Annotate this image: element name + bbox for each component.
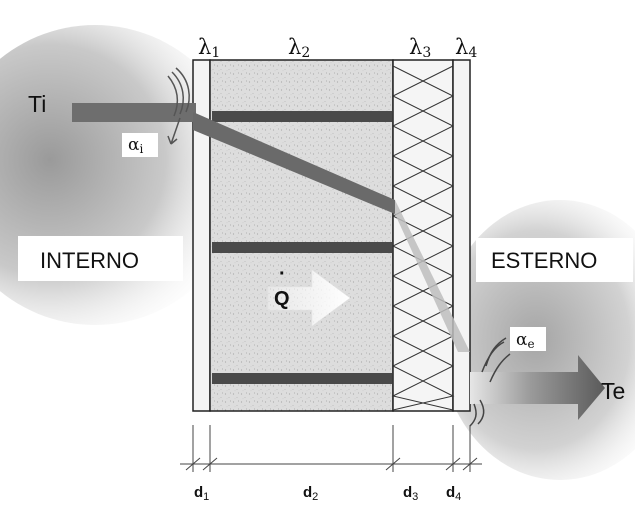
alpha-i-label: αi	[128, 135, 143, 156]
outside-heat-arrow	[470, 355, 605, 420]
inside-label: INTERNO	[40, 248, 139, 273]
thickness-d3-label: d3	[403, 484, 418, 503]
layer-4-render	[452, 59, 471, 412]
heat-flow-label: Q	[274, 288, 290, 310]
rebar-bottom	[212, 373, 392, 384]
thickness-d1-label: d1	[194, 484, 209, 503]
rebar-middle	[212, 242, 392, 253]
lambda-4-label: λ4	[455, 35, 477, 61]
temperature-gradient-concrete	[193, 112, 395, 214]
alpha-i-box	[122, 133, 158, 157]
temperature-gradient-insulation	[395, 200, 470, 352]
inside-convection-arrows	[167, 67, 190, 145]
heat-flow-dot: ·	[279, 263, 286, 285]
outside-label-box	[476, 238, 633, 282]
inside-temperature-label: Ti	[28, 91, 46, 117]
insulation-pattern	[391, 65, 455, 411]
alpha-e-box	[510, 327, 546, 351]
outside-temperature-label: Te	[601, 378, 625, 404]
heat-flow-arrow	[267, 269, 351, 327]
outside-label: ESTERNO	[491, 248, 597, 273]
inside-label-box	[18, 236, 183, 281]
inside-temperature-bar	[72, 103, 196, 122]
thickness-dimension-lines	[180, 425, 482, 472]
lambda-1-label: λ1	[198, 35, 220, 61]
alpha-e-label: αe	[516, 330, 535, 351]
thickness-d2-label: d2	[303, 484, 318, 503]
rebar-top	[212, 111, 392, 122]
lambda-2-label: λ2	[288, 35, 310, 61]
outside-convection-arrows	[469, 337, 511, 427]
layer-3-insulation	[392, 59, 454, 412]
lambda-3-label: λ3	[409, 35, 431, 61]
thickness-d4-label: d4	[446, 484, 461, 503]
